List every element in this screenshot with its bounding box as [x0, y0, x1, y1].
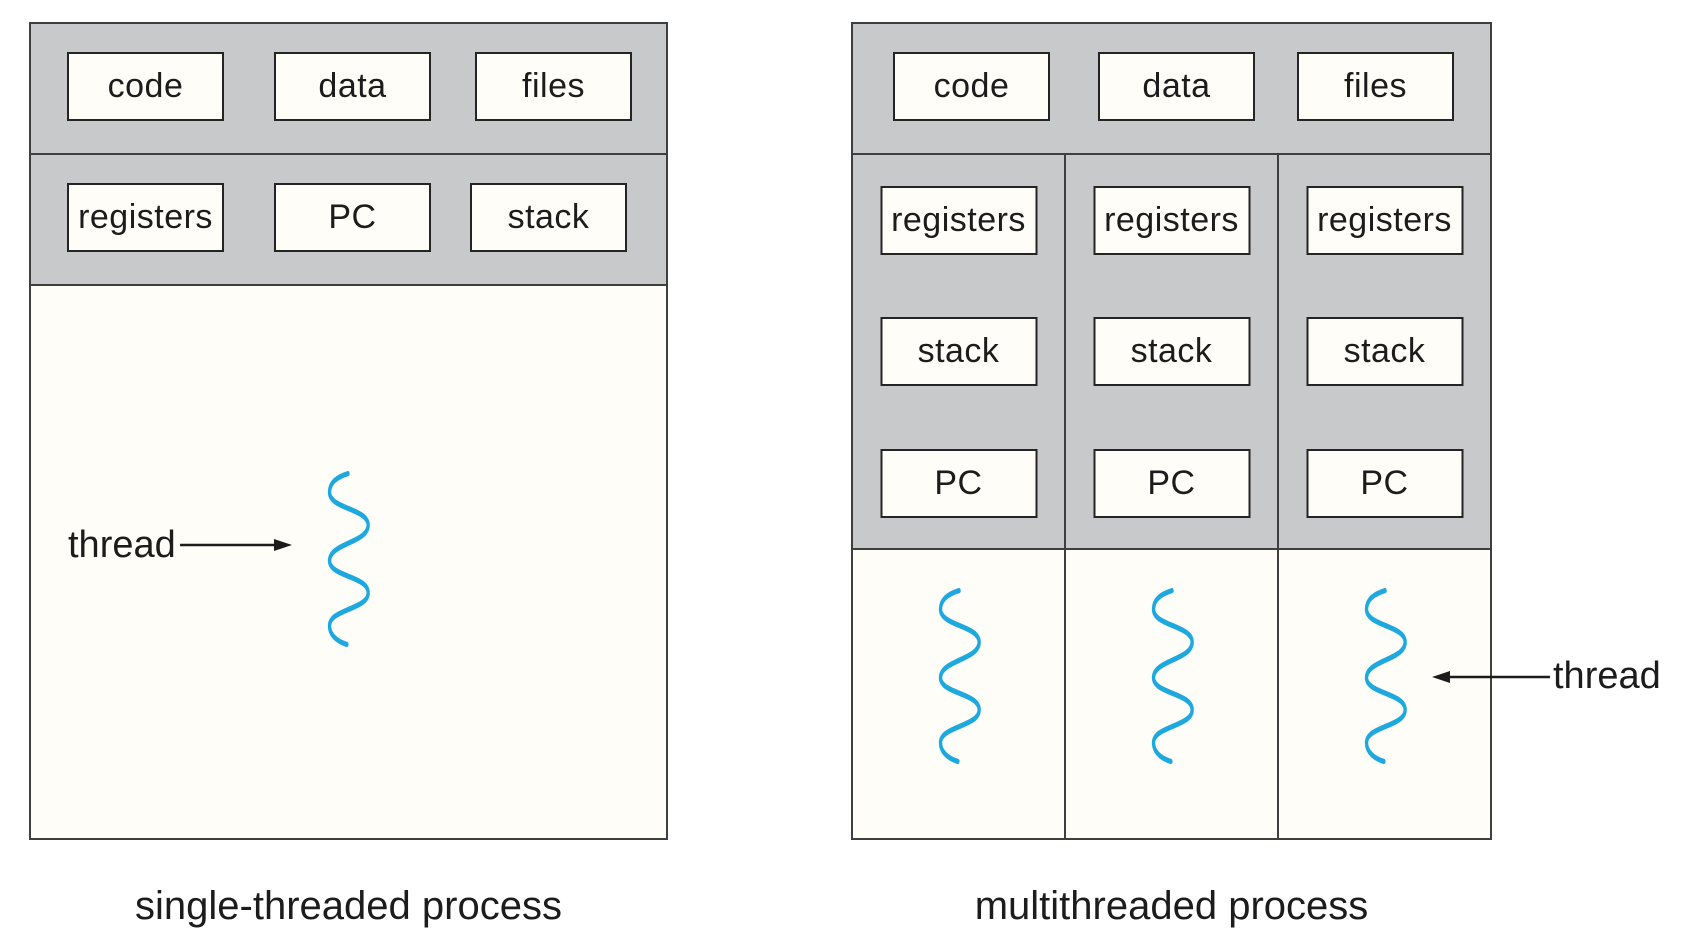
process-resources-row: code data files	[853, 24, 1490, 155]
registers-box: registers	[1093, 186, 1250, 255]
stack-box: stack	[1306, 317, 1463, 386]
thread-area: thread	[31, 286, 666, 838]
right-caption: multithreaded process	[974, 884, 1369, 928]
registers-box: registers	[880, 186, 1037, 255]
code-box: code	[893, 52, 1050, 121]
thread-area	[853, 550, 1490, 838]
pc-box: PC	[1093, 449, 1250, 518]
thread-label: thread	[68, 524, 176, 566]
thread-squiggle-icon	[931, 587, 987, 765]
thread-column-3: registers stack PC	[1277, 155, 1490, 548]
stack-box: stack	[880, 317, 1037, 386]
thread-squiggle-icon	[1144, 587, 1200, 765]
files-box: files	[475, 52, 632, 121]
files-box: files	[1297, 52, 1454, 121]
data-box: data	[274, 52, 431, 121]
registers-box: registers	[67, 183, 224, 252]
thread-cell-1	[853, 550, 1064, 838]
code-box: code	[67, 52, 224, 121]
thread-cell-3	[1277, 550, 1490, 838]
multithreaded-process-diagram: code data files registers stack PC regis…	[851, 22, 1492, 840]
thread-column-1: registers stack PC	[853, 155, 1064, 548]
thread-squiggle-icon	[320, 470, 376, 648]
data-box: data	[1098, 52, 1255, 121]
process-resources-row: code data files	[31, 24, 666, 155]
pc-box: PC	[274, 183, 431, 252]
thread-cell-2	[1064, 550, 1277, 838]
registers-box: registers	[1306, 186, 1463, 255]
pc-box: PC	[1306, 449, 1463, 518]
per-thread-context-section: registers stack PC registers stack PC re…	[853, 155, 1490, 550]
pc-box: PC	[880, 449, 1037, 518]
single-threaded-process-diagram: code data files registers PC stack threa…	[29, 22, 668, 840]
stack-box: stack	[1093, 317, 1250, 386]
stack-box: stack	[470, 183, 627, 252]
thread-column-2: registers stack PC	[1064, 155, 1277, 548]
thread-squiggle-icon	[1357, 587, 1413, 765]
left-arrow-icon	[1432, 671, 1550, 683]
thread-context-row: registers PC stack	[31, 155, 666, 286]
left-caption: single-threaded process	[135, 884, 562, 928]
right-arrow-icon	[180, 539, 292, 551]
thread-label: thread	[1553, 655, 1661, 697]
